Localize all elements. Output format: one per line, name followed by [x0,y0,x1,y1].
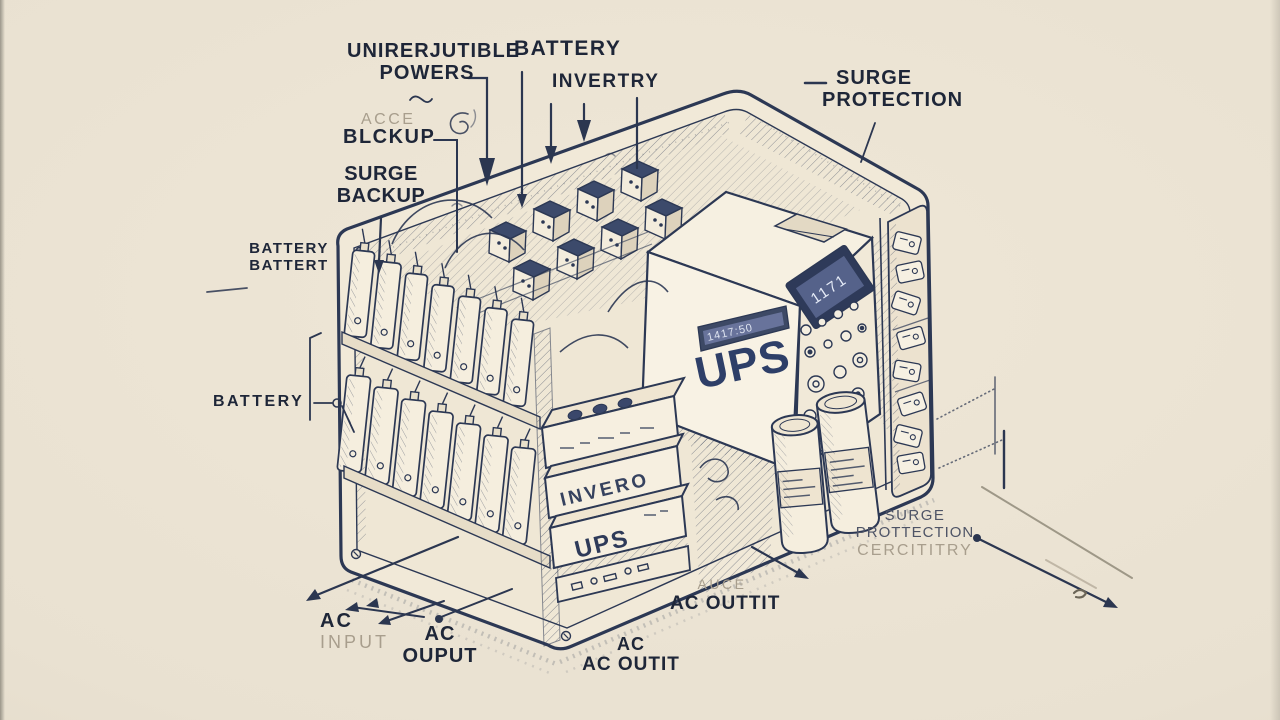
leader-battery-double [206,287,248,293]
tilde-scribble-icon [409,95,433,103]
label-line: AC [424,623,456,645]
leader-blckup [433,139,458,253]
shadow-line [1045,559,1097,589]
label-inverter: INVERTRY [552,71,659,92]
label-line: AUCE [697,576,747,592]
label-battery-top: BATTERY [514,37,621,61]
label-line: AC [617,634,645,654]
vent-slot [773,213,848,243]
leader-ups-title [466,76,489,162]
label-line: AC OUTIT [582,654,680,676]
leader-surge-top [860,122,876,163]
dotted-leader [938,439,1003,469]
label-line: SURGE [884,507,946,524]
arrow-icon [345,602,359,612]
spiral-scribble-icon [470,109,477,128]
arrow-icon [378,615,391,625]
relay-blocks [469,160,683,315]
label-line: POWERS [379,62,475,85]
spiral-scribble-icon [449,112,469,135]
leader-auce [750,545,802,576]
ground-shadow [346,497,941,676]
label-line: AC [320,610,353,632]
down-arrow-icon [517,194,527,208]
leader-ac-ouput-2 [383,600,445,623]
label-ac-outit: AC AC OUTIT [582,634,680,675]
component-column [879,204,932,498]
label-blckup: BLCKUP [343,126,435,148]
label-line: OUPUT [402,645,478,668]
screw-icon [350,548,362,560]
label-line: PROTTECTION [855,523,975,541]
label-line: INVERTRY [552,71,660,92]
arrow-icon [306,589,321,601]
label-battery-left: BATTERY [213,393,304,411]
leader-surge-circuitry [977,537,1110,605]
arrow-icon [794,568,809,579]
arrow-icon [1103,597,1118,608]
arrow-icon [366,598,379,608]
label-line: CERCITITRY [857,541,973,559]
leader-ac-ouput [440,588,513,618]
label-battery-double: BATTERY BATTERT [246,240,332,275]
label-line: BATTERY [249,240,329,257]
label-line: BACKUP [336,185,426,208]
label-line: BATTERY [514,37,622,60]
label-ac-input: AC INPUT [320,610,389,653]
label-line: BATTERY [213,393,305,410]
leader-lines [206,70,1133,625]
squiggle-icon [1072,588,1088,599]
label-acce: ACCE [361,111,415,129]
capacitors [770,391,880,555]
scribble-icon [604,152,616,157]
label-line: BLCKUP [343,126,436,148]
label-line: INPUT [320,632,389,653]
label-line: BATTERT [249,256,329,274]
label-line: SURGE [836,67,913,89]
connector-dot-icon [332,398,342,408]
label-line: ACCE [361,111,416,128]
shadow-line [981,486,1133,579]
label-ac-output: AC OUPUT [400,623,480,668]
scribble-icon [451,202,463,207]
label-uninterruptible-power-supply: UNIRERJUTIBLE POWERS [347,40,521,85]
side-lcd: 1171 [785,244,875,330]
down-arrow-icon [577,120,591,142]
down-arrow-icon [545,146,557,164]
label-surge-protection-top: SURGE PROTECTION [822,67,963,112]
label-line: AC OUTTIT [670,592,781,614]
dotted-leader [936,388,995,420]
leader-ac-input-2 [351,606,425,618]
ups-unit: 1417:50 UPS 1171 [640,190,882,480]
leader-surge-backup [377,216,383,264]
screw-icon [560,630,572,642]
label-surge-backup: SURGE BACKUP [336,163,426,208]
label-line: UNIRERJUTIBLE [347,40,521,62]
internal-box-stack: INVERO UPS [540,376,775,604]
label-line: PROTECTION [822,89,964,112]
label-surge-protection-circuitry: SURGE PROTTECTION CERCITITRY [848,507,982,560]
label-auce-ac-outtit: AUCE AC OUTTIT [670,576,781,614]
down-arrow-icon [374,260,384,274]
leader-ac-input [310,535,460,599]
leader-battery-left [309,332,355,433]
label-line: SURGE [344,163,418,185]
down-arrow-icon [479,158,495,186]
